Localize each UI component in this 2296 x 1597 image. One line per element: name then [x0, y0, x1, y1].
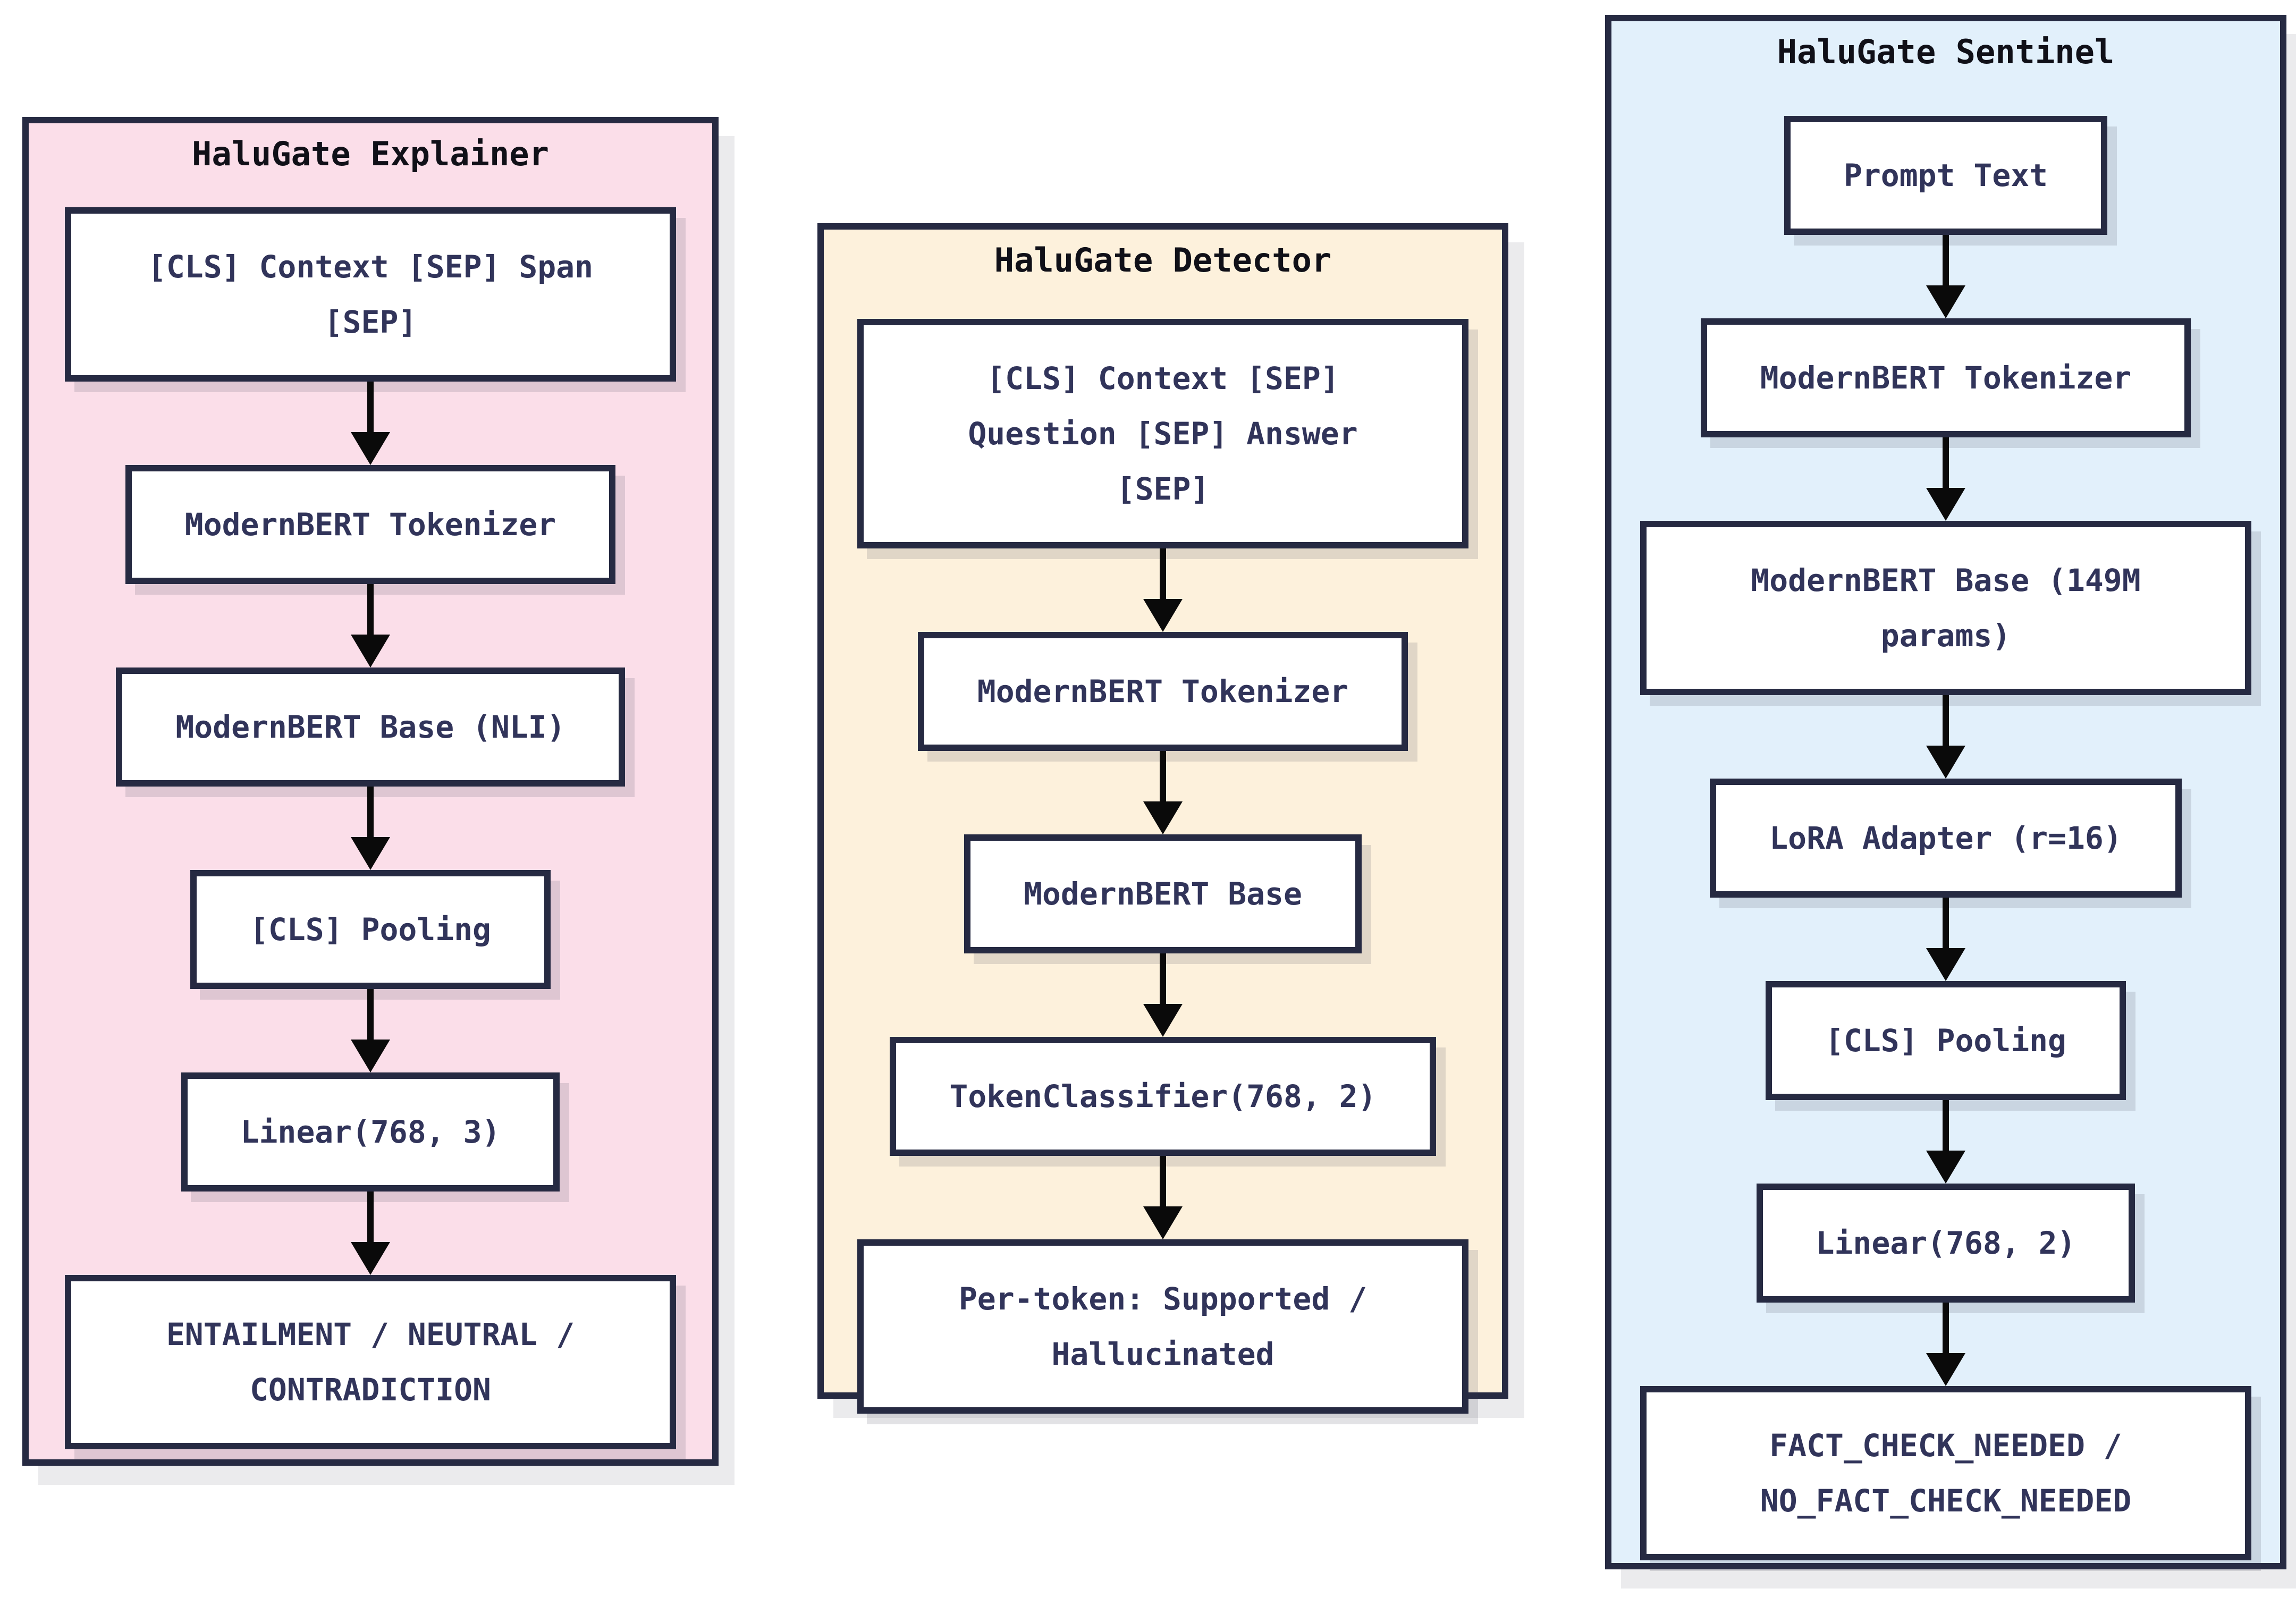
arrow-head — [1143, 599, 1183, 632]
node-sentinel-pooling: [CLS] Pooling — [1766, 981, 2126, 1100]
arrow-head — [1143, 801, 1183, 834]
arrow-down-icon — [1926, 898, 1965, 981]
node-detector-classifier: TokenClassifier(768, 2) — [890, 1037, 1436, 1156]
arrow-head — [351, 432, 390, 465]
node-detector-input: [CLS] Context [SEP] Question [SEP] Answe… — [857, 319, 1468, 548]
arrow-head — [1926, 1151, 1965, 1184]
arrow-head — [1143, 1004, 1183, 1037]
arrow-down-icon — [351, 787, 390, 870]
arrow-head — [1926, 746, 1965, 779]
arrow-stem — [1943, 437, 1949, 488]
arrow-stem — [367, 584, 374, 635]
arrow-stem — [1160, 953, 1166, 1004]
arrow-down-icon — [1926, 235, 1965, 318]
arrow-down-icon — [1143, 1156, 1183, 1239]
arrow-stem — [367, 382, 374, 432]
arrow-down-icon — [1143, 953, 1183, 1037]
node-detector-base: ModernBERT Base — [964, 834, 1362, 953]
node-explainer-output: ENTAILMENT / NEUTRAL / CONTRADICTION — [65, 1275, 676, 1449]
node-detector-output: Per-token: Supported / Hallucinated — [857, 1239, 1468, 1414]
node-sentinel-input: Prompt Text — [1784, 116, 2108, 235]
arrow-down-icon — [1926, 1303, 1965, 1386]
arrow-down-icon — [351, 382, 390, 465]
panel-title-explainer: HaluGate Explainer — [192, 134, 549, 173]
node-explainer-base: ModernBERT Base (NLI) — [116, 667, 625, 787]
arrow-down-icon — [1143, 751, 1183, 834]
arrow-head — [1926, 1353, 1965, 1386]
arrow-head — [1926, 948, 1965, 981]
panel-title-detector: HaluGate Detector — [994, 241, 1332, 280]
arrow-down-icon — [1926, 1100, 1965, 1184]
arrow-down-icon — [1926, 437, 1965, 521]
arrow-stem — [1943, 235, 1949, 285]
node-sentinel-base: ModernBERT Base (149M params) — [1640, 521, 2251, 695]
arrow-head — [351, 1040, 390, 1072]
panel-halugate-detector: HaluGate Detector [CLS] Context [SEP] Qu… — [817, 223, 1508, 1414]
node-explainer-input: [CLS] Context [SEP] Span [SEP] — [65, 207, 676, 382]
arrow-stem — [1943, 1303, 1949, 1353]
arrow-stem — [1160, 1156, 1166, 1206]
arrow-stem — [1943, 1100, 1949, 1151]
arrow-down-icon — [1926, 695, 1965, 779]
arrow-stem — [1160, 548, 1166, 599]
node-explainer-tokenizer: ModernBERT Tokenizer — [125, 465, 616, 584]
arrow-stem — [1160, 751, 1166, 801]
arrow-down-icon — [1143, 548, 1183, 632]
node-sentinel-linear: Linear(768, 2) — [1756, 1184, 2135, 1303]
node-explainer-pooling: [CLS] Pooling — [190, 870, 551, 989]
arrow-down-icon — [351, 1192, 390, 1275]
node-sentinel-output: FACT_CHECK_NEEDED / NO_FACT_CHECK_NEEDED — [1640, 1386, 2251, 1560]
arrow-stem — [1943, 898, 1949, 948]
arrow-stem — [1943, 695, 1949, 746]
arrow-head — [351, 635, 390, 667]
panel-title-sentinel: HaluGate Sentinel — [1777, 32, 2115, 71]
arrow-head — [1926, 285, 1965, 318]
node-detector-tokenizer: ModernBERT Tokenizer — [917, 632, 1408, 751]
arrow-head — [1143, 1206, 1183, 1239]
arrow-stem — [367, 1192, 374, 1242]
arrow-head — [351, 1242, 390, 1275]
node-sentinel-tokenizer: ModernBERT Tokenizer — [1700, 318, 2191, 437]
panel-halugate-sentinel: HaluGate Sentinel Prompt Text ModernBERT… — [1605, 15, 2286, 1569]
arrow-down-icon — [351, 584, 390, 667]
arrow-down-icon — [351, 989, 390, 1072]
arrow-head — [1926, 488, 1965, 521]
arrow-stem — [367, 787, 374, 837]
arrow-stem — [367, 989, 374, 1040]
arrow-head — [351, 837, 390, 870]
panel-halugate-explainer: HaluGate Explainer [CLS] Context [SEP] S… — [22, 117, 719, 1466]
node-sentinel-lora: LoRA Adapter (r=16) — [1710, 779, 2182, 898]
node-explainer-linear: Linear(768, 3) — [181, 1072, 560, 1192]
